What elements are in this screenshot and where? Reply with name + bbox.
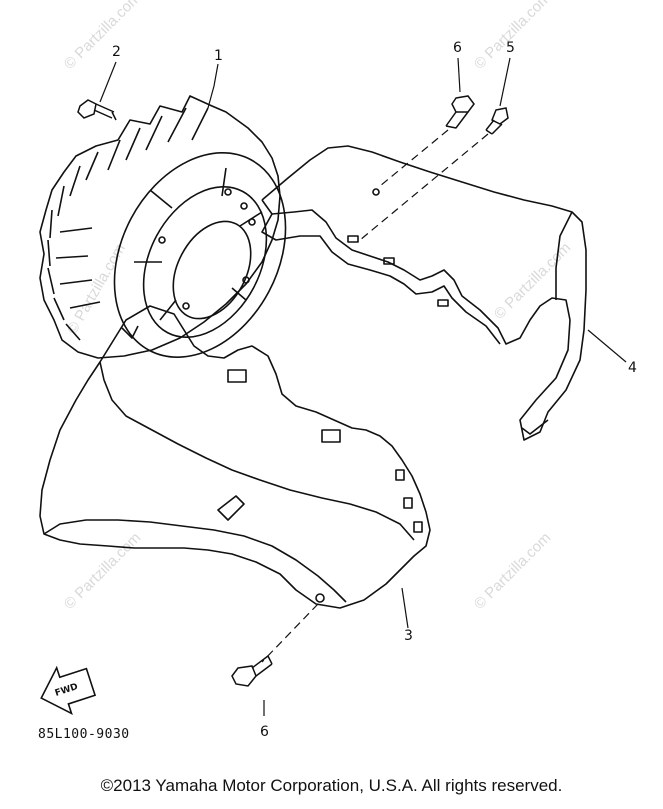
bolt-6-upper: [445, 95, 475, 129]
lower-shroud-cover: [39, 305, 431, 609]
fwd-arrow-icon: FWD: [40, 665, 97, 716]
bolt-2: [77, 99, 117, 121]
upper-shroud-cover: [240, 145, 587, 441]
callout-1: 1: [214, 48, 223, 64]
watermark-low-right: © Partzilla.com: [471, 529, 554, 612]
leader-lines: [99, 57, 627, 716]
callout-5: 5: [506, 40, 515, 56]
watermark-top-left: © Partzilla.com: [61, 0, 144, 73]
watermark-mid-right: © Partzilla.com: [491, 239, 574, 322]
callout-4: 4: [628, 360, 637, 376]
watermark-top-right: © Partzilla.com: [471, 0, 554, 73]
callout-6-upper: 6: [453, 40, 462, 56]
flywheel-fan: [39, 95, 287, 359]
bolt-5: [485, 107, 509, 135]
watermark-mid-left: © Partzilla.com: [64, 241, 129, 337]
diagram-part-code: 85L100-9030: [38, 727, 130, 742]
copyright-notice: ©2013 Yamaha Motor Corporation, U.S.A. A…: [100, 776, 563, 795]
bolt-6-lower: [231, 655, 273, 687]
callouts: 1 2 3 4 5 6 6: [112, 40, 637, 740]
callout-6-lower: 6: [260, 724, 269, 740]
callout-2: 2: [112, 44, 121, 60]
callout-3: 3: [404, 628, 413, 644]
